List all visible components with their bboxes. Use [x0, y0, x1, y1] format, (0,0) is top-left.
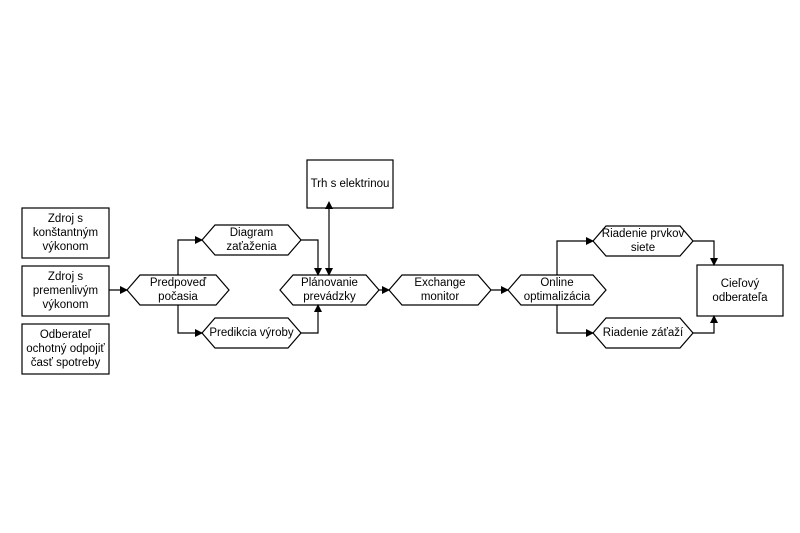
grid-control-label: Riadenie prvkov siete [601, 228, 685, 254]
edge-online-to-grid-control [556, 237, 594, 275]
edge-grid-control-to-target [693, 240, 718, 266]
weather-hexagon [126, 274, 230, 306]
planning-label: Plánovanie prevádzky [301, 277, 358, 303]
target-box [696, 264, 784, 317]
source-box-variable [21, 265, 110, 317]
source-box-constant [21, 207, 110, 259]
exchange-label: Exchange monitor [414, 277, 466, 303]
source-consumer-label: Odberateľ ochotný odpojiť časť spotreby [26, 329, 105, 369]
load-diagram-label: Diagram zaťaženia [226, 227, 277, 253]
online-label: Online optimalizácia [523, 277, 591, 303]
edge-weather-to-load-diagram [177, 236, 203, 275]
edge-load-control-to-target [693, 315, 718, 334]
market-box [306, 159, 394, 209]
edge-production-to-planning [301, 304, 322, 334]
source-constant-label: Zdroj s konštantným výkonom [32, 213, 99, 253]
market-label: Trh s elektrinou [310, 178, 390, 190]
weather-label: Predpoveď počasia [149, 277, 207, 303]
load-control-label: Riadenie záťaží [602, 327, 684, 339]
edge-online-to-load-control [556, 305, 594, 337]
online-hexagon [507, 274, 607, 306]
target-label: Cieľový odberateľa [712, 277, 768, 304]
source-variable-label: Zdroj s premenlivým výkonom [32, 271, 99, 311]
source-box-consumer [21, 323, 110, 375]
production-label: Predikcia výroby [209, 327, 294, 339]
edge-load-diagram-to-planning [301, 239, 322, 276]
edge-weather-to-production [177, 305, 203, 337]
